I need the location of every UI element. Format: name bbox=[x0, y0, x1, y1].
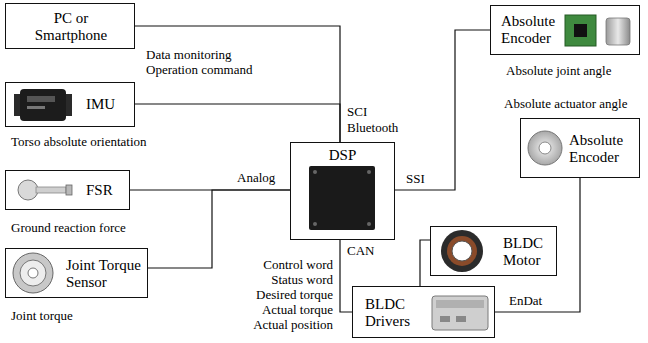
interface-name: EnDat bbox=[508, 294, 543, 309]
encoder-bore bbox=[539, 142, 551, 154]
fsr-connector bbox=[66, 185, 72, 195]
joint-encoder-picture bbox=[565, 15, 630, 46]
node-title: FSR bbox=[86, 182, 113, 199]
imu-sticker bbox=[27, 106, 45, 109]
dsp-hole bbox=[367, 170, 371, 174]
encoder-box: Absolute actuator angleAbsolute Encoder bbox=[520, 118, 640, 178]
motor-picture bbox=[441, 230, 483, 272]
signal-name: Control word bbox=[262, 258, 334, 273]
dsp-picture bbox=[309, 166, 375, 230]
signal-note: Data monitoring bbox=[145, 48, 233, 63]
signal-name: Actual position bbox=[252, 318, 334, 333]
connector-line bbox=[135, 104, 340, 142]
node-title: IMU bbox=[86, 96, 115, 113]
computer-box: PC or Smartphone bbox=[5, 3, 135, 49]
node-caption: Absolute joint angle bbox=[506, 64, 611, 79]
driver-box: BLDC Drivers bbox=[352, 286, 495, 338]
torque-sensor-box: Joint Torque SensorJoint torque bbox=[5, 248, 148, 298]
node-caption: Absolute actuator angle bbox=[504, 97, 627, 112]
dsp-hole bbox=[313, 170, 317, 174]
motor-stator bbox=[441, 230, 483, 272]
motor-winding bbox=[447, 236, 477, 266]
motor-bore bbox=[452, 241, 472, 261]
dsp-box: DSP bbox=[290, 142, 395, 240]
driver-case bbox=[432, 296, 488, 330]
connector-line bbox=[420, 240, 430, 286]
imu-sticker bbox=[27, 96, 55, 102]
fsr-picture bbox=[18, 180, 72, 200]
encoder-magnet bbox=[606, 18, 630, 45]
imu-box: IMUTorso absolute orientation bbox=[5, 82, 135, 127]
imu-picture bbox=[14, 89, 72, 121]
signal-name: Status word bbox=[270, 273, 334, 288]
encoder-disc bbox=[528, 131, 562, 165]
node-title: BLDC Motor bbox=[503, 235, 553, 270]
connector-line bbox=[495, 178, 580, 312]
node-title: Absolute Encoder bbox=[501, 13, 566, 48]
fsr-tail bbox=[36, 187, 66, 193]
torque-ring-inner bbox=[20, 260, 46, 286]
driver-port bbox=[440, 316, 450, 322]
node-caption: Torso absolute orientation bbox=[11, 135, 147, 150]
interface-name: Analog bbox=[236, 171, 276, 186]
interface-name: Bluetooth bbox=[346, 121, 399, 136]
signal-name: Actual torque bbox=[261, 303, 334, 318]
encoder-chip bbox=[574, 24, 587, 37]
signal-note: Operation command bbox=[145, 63, 254, 78]
imu-body bbox=[20, 89, 66, 121]
connector-line bbox=[395, 30, 490, 190]
torque-sensor-picture bbox=[13, 253, 53, 293]
node-title: DSP bbox=[291, 147, 394, 164]
torque-ring bbox=[13, 253, 53, 293]
interface-name: SCI bbox=[346, 105, 368, 120]
driver-port bbox=[456, 316, 466, 322]
node-caption: Joint torque bbox=[11, 309, 73, 324]
node-title: BLDC Drivers bbox=[365, 296, 420, 331]
dsp-hole bbox=[367, 222, 371, 226]
interface-name: SSI bbox=[405, 172, 426, 187]
connector-line bbox=[148, 190, 290, 268]
node-title: PC or Smartphone bbox=[26, 10, 116, 45]
node-title: Joint Torque Sensor bbox=[66, 257, 151, 292]
encoder-box: Absolute EncoderAbsolute joint angle bbox=[490, 5, 640, 55]
driver-picture bbox=[432, 296, 488, 330]
fsr-box: FSRGround reaction force bbox=[5, 170, 130, 210]
connector-line bbox=[135, 26, 340, 142]
encoder-pcb bbox=[565, 15, 596, 46]
motor-box: BLDC Motor bbox=[430, 226, 557, 276]
actuator-encoder-picture bbox=[528, 131, 562, 165]
dsp-board bbox=[309, 166, 375, 230]
fsr-pad bbox=[18, 180, 38, 200]
node-title: Absolute Encoder bbox=[569, 132, 634, 167]
node-caption: Ground reaction force bbox=[11, 221, 126, 236]
dsp-hole bbox=[313, 222, 317, 226]
signal-name: Desired torque bbox=[255, 288, 334, 303]
driver-connector bbox=[436, 300, 484, 308]
interface-name: CAN bbox=[346, 244, 375, 259]
torque-hub bbox=[28, 268, 38, 278]
